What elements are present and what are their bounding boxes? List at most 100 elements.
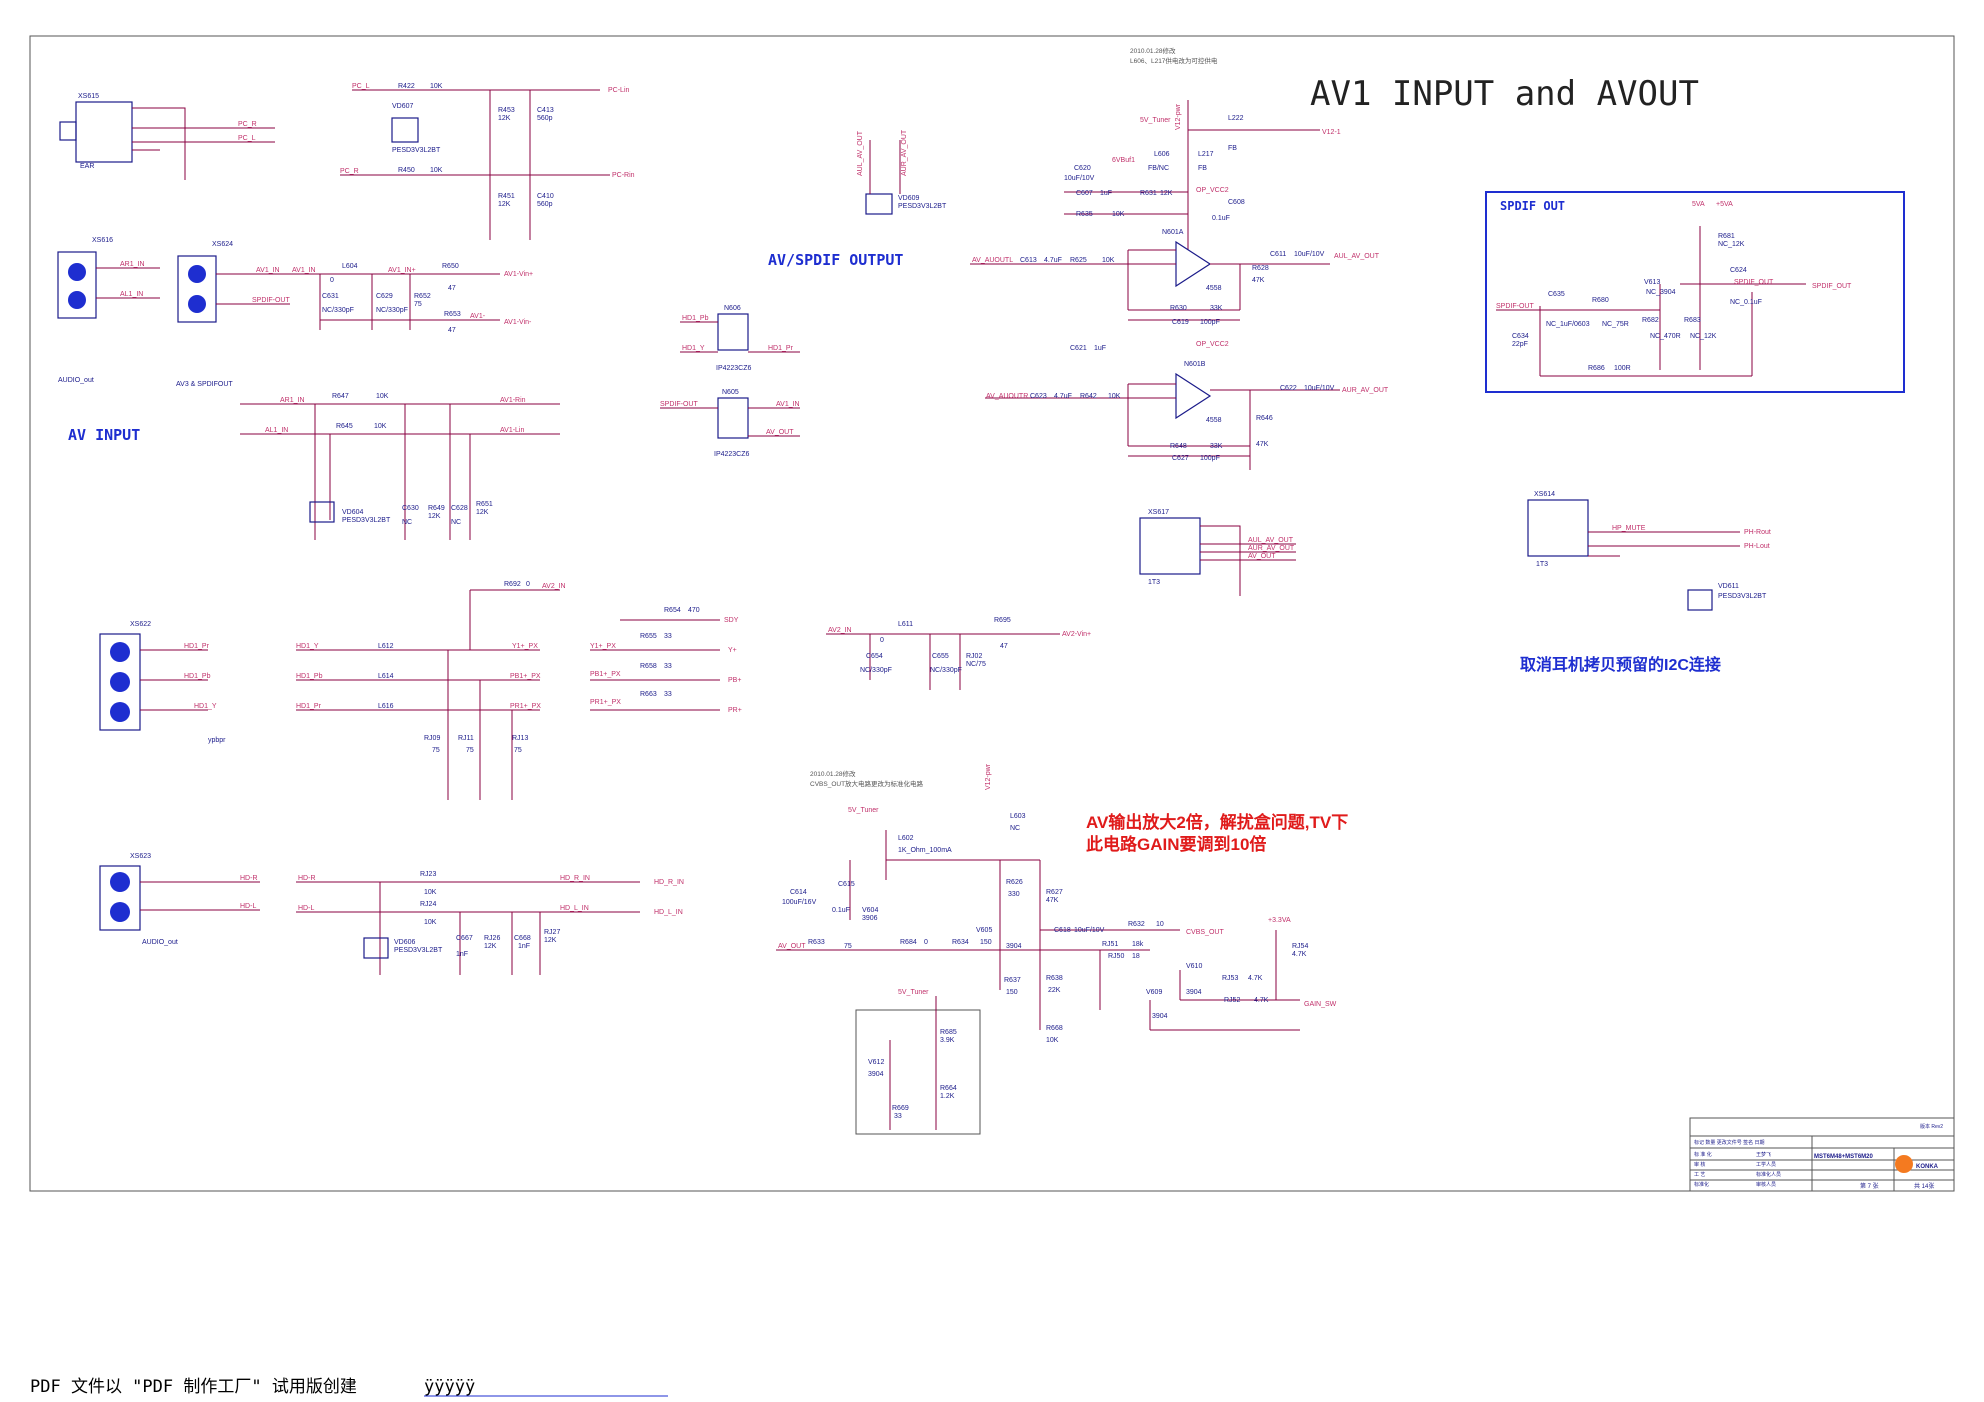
rj13-label: RJ13: [512, 735, 528, 742]
net-hd-l-b: HD-L: [298, 905, 314, 912]
tb-company: KONKA: [1916, 1164, 1939, 1170]
c607-value: 1uF: [1100, 190, 1112, 197]
r651-value: 12K: [476, 509, 489, 516]
n601b-label: N601B: [1184, 361, 1206, 368]
r634-value: 150: [980, 939, 992, 946]
rev-note-top-date: 2010.01.28修改: [1130, 46, 1176, 55]
av3-spdif-label: AV3 & SPDIFOUT: [176, 381, 233, 388]
c629-value: NC/330pF: [376, 307, 408, 314]
rj51-value: 18k: [1132, 941, 1144, 948]
rj50-label: RJ50: [1108, 953, 1124, 960]
c667-value: 1nF: [456, 951, 468, 958]
xs617-type: 1T3: [1148, 579, 1160, 586]
rj54-value: 4.7K: [1292, 951, 1307, 958]
rj52-value: 4.7K: [1254, 997, 1269, 1004]
r654-value: 470: [688, 607, 700, 614]
n606-chip: [717, 313, 749, 351]
n605-type: IP4223CZ6: [714, 451, 750, 458]
tb-row2: 标 准 化: [1694, 1151, 1712, 1158]
rev-note-mid-text: CVBS_OUT放大电路更改为标准化电路: [810, 779, 924, 788]
c629-label: C629: [376, 293, 393, 300]
rj24-value: 10K: [424, 919, 437, 926]
r647-value: 10K: [376, 393, 389, 400]
net-v5-tuner: 5V_Tuner: [1140, 117, 1171, 124]
xs622-socket2-icon: [110, 672, 130, 692]
tb-row4: 工 艺: [1694, 1172, 1705, 1178]
net-av1-rin: AV1-Rin: [500, 397, 526, 404]
net-av1-vin-m: AV1-Vin-: [504, 319, 532, 326]
c619-label: C619: [1172, 319, 1189, 326]
r669-label: R669: [892, 1105, 909, 1112]
v612-label: V612: [868, 1059, 884, 1066]
r652-label: R652: [414, 293, 431, 300]
tb-sig4: 审核人员: [1756, 1181, 1776, 1188]
net-y1-px-a: Y1+_PX: [512, 643, 538, 650]
net-spdif-out-right: SPDIF_OUT: [1734, 279, 1774, 286]
net-av1-lin: AV1-Lin: [500, 427, 524, 434]
net-hd-r-in: HD_R_IN: [654, 879, 684, 886]
net-spdif-out-n605: SPDIF-OUT: [660, 401, 698, 408]
net-av1-in: AV1_IN: [256, 267, 280, 274]
c668-label: C668: [514, 935, 531, 942]
r692-value: 0: [526, 581, 530, 588]
xs623-label: XS623: [130, 853, 151, 860]
vd604-esd: [309, 501, 335, 523]
n601a-opamp: [1175, 240, 1212, 288]
footer-link[interactable]: ÿÿÿÿÿ: [424, 1377, 475, 1397]
tb-row3: 审 核: [1694, 1161, 1705, 1168]
drawing-border: [29, 35, 1955, 1192]
xs622-socket1-icon: [110, 642, 130, 662]
r642-value: 10K: [1108, 393, 1121, 400]
r633-label: R633: [808, 939, 825, 946]
c627-value: 100pF: [1200, 455, 1220, 462]
r653-label: R653: [444, 311, 461, 318]
net-v6-buf1: 6VBuf1: [1112, 157, 1135, 164]
net-v12-1: V12-1: [1322, 129, 1341, 136]
net-pr1-px-a: PR1+_PX: [510, 703, 541, 710]
tb-page: 第 7 张: [1860, 1182, 1879, 1190]
net-av2-in: AV2_IN: [828, 627, 852, 634]
tb-total: 共 14张: [1914, 1182, 1934, 1190]
c410-label: C410: [537, 193, 554, 200]
v613-value: NC_3904: [1646, 289, 1676, 296]
rj11-label: RJ11: [458, 735, 474, 742]
c624-label: C624: [1730, 267, 1747, 274]
c627-label: C627: [1172, 455, 1189, 462]
l612-label: L612: [378, 643, 394, 650]
section-av-spdif-output: AV/SPDIF OUTPUT: [768, 251, 903, 269]
rj54-label: RJ54: [1292, 943, 1308, 950]
xs623-jack: [99, 865, 141, 931]
sheet-title: AV1 INPUT and AVOUT: [1310, 74, 1699, 114]
xs615-jack: [75, 101, 133, 163]
rj50-value: 18: [1132, 953, 1140, 960]
rj26-label: RJ26: [484, 935, 500, 942]
net-av-out-2: AV_OUT: [1248, 553, 1276, 560]
gain-note-line2: 此电路GAIN要调到10倍: [1086, 834, 1266, 854]
l603-label: L603: [1010, 813, 1026, 820]
l602-value: 1K_Ohm_100mA: [898, 847, 952, 854]
section-spdif-out: SPDIF OUT: [1500, 199, 1565, 213]
vd609-esd: [865, 193, 893, 215]
tb-row1: 标记 数量 更改文件号 签名 日期: [1694, 1139, 1765, 1146]
rj24-label: RJ24: [420, 901, 436, 908]
c635-label: C635: [1548, 291, 1565, 298]
r635-value: 10K: [1112, 211, 1125, 218]
net-hd-l-a: HD-L: [240, 903, 256, 910]
c628-value: NC: [451, 519, 461, 526]
net-sdy: SDY: [724, 617, 739, 624]
net-hd1-pb: HD1_Pb: [682, 315, 709, 322]
l611-value: 0: [880, 637, 884, 644]
xs624-bottom-socket-icon: [188, 295, 206, 313]
l606-value: FB/NC: [1148, 165, 1169, 172]
r451-value: 12K: [498, 201, 511, 208]
net-spdif-out: SPDIF-OUT: [252, 297, 290, 304]
xs624-top-socket-icon: [188, 265, 206, 283]
r654-label: R654: [664, 607, 681, 614]
net-al1-in: AL1_IN: [120, 291, 143, 298]
xs616-jack: [57, 251, 97, 319]
xs616-label: XS616: [92, 237, 113, 244]
c654-label: C654: [866, 653, 883, 660]
r682-label: R682: [1642, 317, 1659, 324]
xs614-type: 1T3: [1536, 561, 1548, 568]
r628-label: R628: [1252, 265, 1269, 272]
